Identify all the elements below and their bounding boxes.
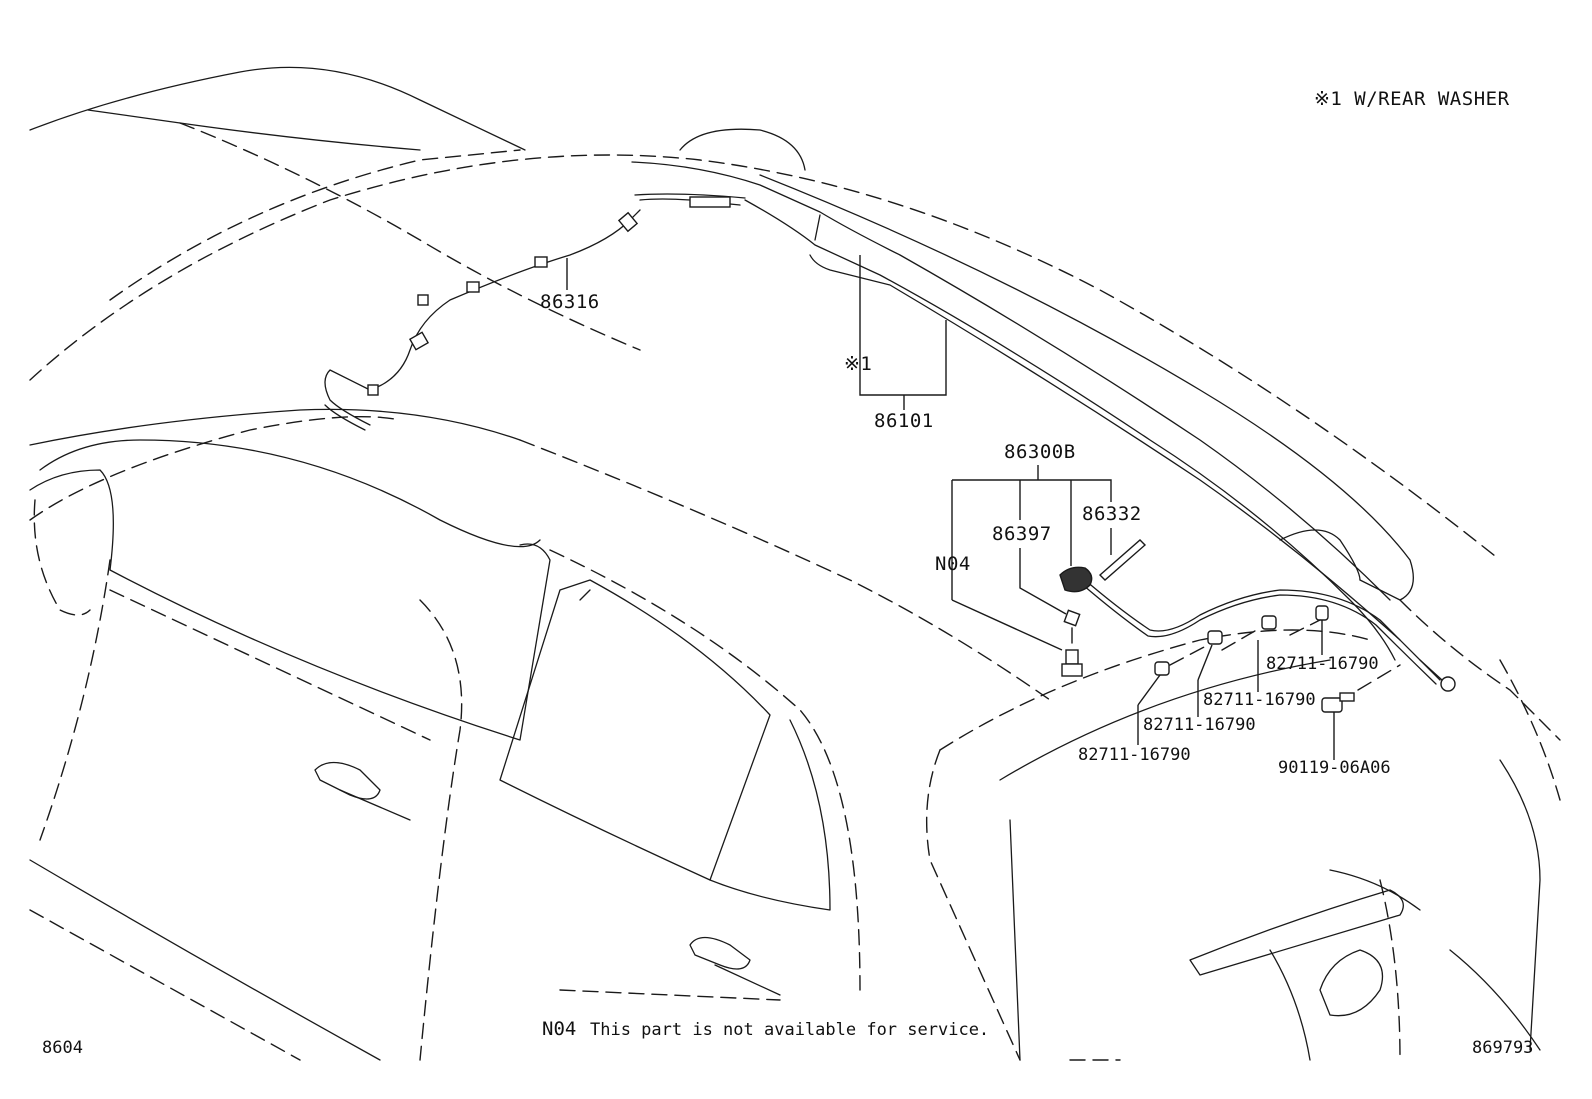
legend-note: ※1 W/REAR WASHER — [1314, 88, 1510, 110]
antenna-nut-part — [1063, 609, 1081, 627]
antenna-cable — [1082, 579, 1441, 685]
leader-lines — [566, 255, 1401, 760]
callout-clip-2[interactable]: 82711-16790 — [1143, 715, 1256, 735]
footer-note-text: This part is not available for service. — [590, 1020, 990, 1040]
callout-clip-3[interactable]: 82711-16790 — [1203, 690, 1316, 710]
callout-clip-4[interactable]: 82711-16790 — [1266, 654, 1379, 674]
washer-hose-rear — [631, 161, 1401, 661]
ground-bolt — [1321, 692, 1355, 713]
washer-hose-front — [324, 193, 746, 431]
page-code: 8604 — [42, 1038, 83, 1058]
callout-w-rear-washer-marker: ※1 — [844, 353, 873, 375]
side-body-outline — [29, 439, 861, 1061]
rear-hatch-outline — [759, 174, 1561, 1061]
figure-id: 869793 — [1472, 1038, 1534, 1058]
callout-86397[interactable]: 86397 — [992, 523, 1052, 545]
antenna-mount-bolt — [1061, 649, 1083, 677]
callout-clip-1[interactable]: 82711-16790 — [1078, 745, 1191, 765]
callout-86300b[interactable]: 86300B — [1004, 441, 1076, 463]
antenna-pole-part — [1098, 539, 1147, 581]
roof-outline — [29, 66, 1501, 701]
callout-86332[interactable]: 86332 — [1082, 503, 1142, 525]
ground-terminal — [1419, 659, 1456, 692]
callout-bolt[interactable]: 90119-06A06 — [1278, 758, 1391, 778]
callout-n04[interactable]: N04 — [935, 553, 971, 575]
antenna-base-part — [1059, 566, 1093, 593]
footer-note-code: N04 — [542, 1018, 577, 1040]
callout-86316[interactable]: 86316 — [540, 291, 600, 313]
callout-86101[interactable]: 86101 — [874, 410, 934, 432]
cable-clips — [1154, 605, 1329, 676]
